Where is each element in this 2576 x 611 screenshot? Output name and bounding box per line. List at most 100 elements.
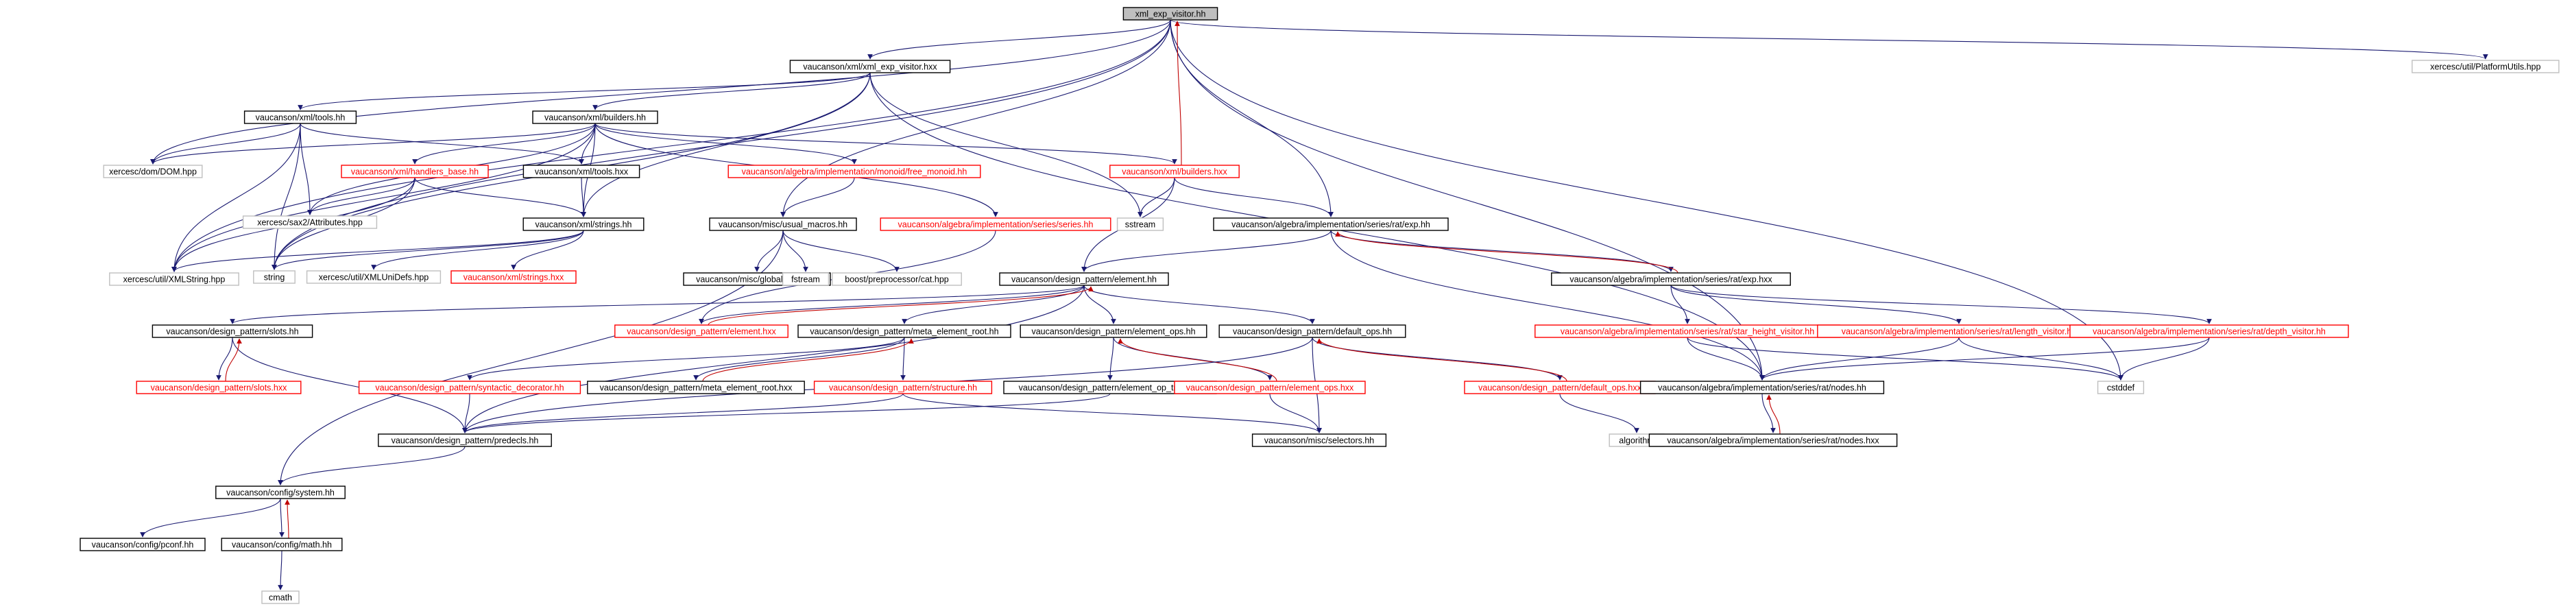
edge-builders_hxx-to-sstream xyxy=(1137,177,1175,217)
node-length-visitor[interactable]: vaucanson/algebra/implementation/series/… xyxy=(1817,324,2101,338)
node-box xyxy=(103,165,203,178)
node-handlers-base[interactable]: vaucanson/xml/handlers_base.hh xyxy=(341,165,489,178)
node-builders-hxx[interactable]: vaucanson/xml/builders.hxx xyxy=(1109,165,1240,178)
node-box xyxy=(1639,381,1885,394)
edge-root-to-xmlstring xyxy=(171,19,1171,272)
node-syntactic-decorator[interactable]: vaucanson/design_pattern/syntactic_decor… xyxy=(358,381,581,394)
edge-xml_exp_visitor_hxx-to-builders_hh xyxy=(592,72,871,110)
node-label: sstream xyxy=(1125,220,1155,230)
edge-strings_hh-to-xmlstring xyxy=(171,230,584,272)
edge-root-to-xml_exp_visitor_hxx xyxy=(867,19,1171,60)
edge-root-to-rat_exp_hh xyxy=(1170,19,1334,217)
edge-predecls-to-system_hh xyxy=(278,446,466,486)
node-label: vaucanson/xml/tools.hh xyxy=(256,113,346,123)
node-cat-hpp: boost/preprocessor/cat.hpp xyxy=(832,272,962,286)
node-builders-hh[interactable]: vaucanson/xml/builders.hh xyxy=(532,110,658,124)
node-nodes-hxx[interactable]: vaucanson/algebra/implementation/series/… xyxy=(1648,433,1898,447)
edge-element_ops_hxx-to-selectors xyxy=(1269,393,1322,433)
node-box xyxy=(2097,381,2145,394)
node-label: cstddef xyxy=(2107,383,2135,393)
edge-element_hh-to-slots_hh xyxy=(230,285,1085,324)
edge-tools_hxx-to-strings_hh xyxy=(581,177,586,217)
edge-builders_hxx-to-rat_exp_hh xyxy=(1174,177,1334,217)
node-meta-element-root-hh[interactable]: vaucanson/design_pattern/meta_element_ro… xyxy=(797,324,1011,338)
edge-depth_visitor-to-nodes_hh xyxy=(1759,337,2210,381)
node-box xyxy=(1218,324,1406,338)
node-meta-element-root-hxx[interactable]: vaucanson/design_pattern/meta_element_ro… xyxy=(587,381,805,394)
node-xml-exp-visitor-hxx[interactable]: vaucanson/xml/xml_exp_visitor.hxx xyxy=(789,60,951,73)
node-cmath: cmath xyxy=(261,590,300,604)
edge-root-to-platformutils xyxy=(1170,19,2488,60)
node-platformutils: xercesc/util/PlatformUtils.hpp xyxy=(2411,60,2560,73)
node-label: vaucanson/xml/builders.hxx xyxy=(1122,167,1227,177)
node-slots-hh[interactable]: vaucanson/design_pattern/slots.hh xyxy=(152,324,313,338)
edge-rat_exp_hxx-to-depth_visitor xyxy=(1670,285,2212,324)
edge-meta_element_root_hh-to-structure_hh xyxy=(900,337,906,381)
node-box xyxy=(1109,165,1240,178)
node-star-height[interactable]: vaucanson/algebra/implementation/series/… xyxy=(1534,324,1840,338)
node-free-monoid[interactable]: vaucanson/algebra/implementation/monoid/… xyxy=(727,165,981,178)
node-box xyxy=(999,272,1169,286)
node-slots-hxx[interactable]: vaucanson/design_pattern/slots.hxx xyxy=(136,381,302,394)
edge-element_op_traits-to-predecls xyxy=(462,393,1111,433)
edge-xml_exp_visitor_hxx-to-strings_hh xyxy=(581,72,871,217)
node-strings-hxx[interactable]: vaucanson/xml/strings.hxx xyxy=(450,270,577,284)
edge-slots_hh-to-predecls xyxy=(232,337,468,433)
node-depth-visitor[interactable]: vaucanson/algebra/implementation/series/… xyxy=(2069,324,2349,338)
node-box xyxy=(782,272,830,286)
node-default-ops-hxx[interactable]: vaucanson/design_pattern/default_ops.hxx xyxy=(1464,381,1656,394)
edge-root-to-dom xyxy=(150,19,1171,165)
node-rat-exp-hxx[interactable]: vaucanson/algebra/implementation/series/… xyxy=(1551,272,1791,286)
node-root: xml_exp_visitor.hh xyxy=(1122,7,1218,21)
node-label: boost/preprocessor/cat.hpp xyxy=(845,275,949,285)
edge-element_hh-to-element_hxx xyxy=(699,285,1085,324)
node-label: vaucanson/algebra/implementation/series/… xyxy=(1667,436,1879,446)
node-label: vaucanson/design_pattern/element.hxx xyxy=(627,327,776,337)
node-element-hxx[interactable]: vaucanson/design_pattern/element.hxx xyxy=(614,324,789,338)
node-structure-hh[interactable]: vaucanson/design_pattern/structure.hh xyxy=(813,381,993,394)
node-label: vaucanson/design_pattern/element_ops.hxx xyxy=(1186,383,1354,393)
edge-default_ops_hxx-to-default_ops_hh xyxy=(1316,338,1567,382)
edge-tools_hh-to-tools_hxx xyxy=(300,123,584,165)
edge-strings_hh-to-string xyxy=(272,230,584,270)
node-usual-macros[interactable]: vaucanson/misc/usual_macros.hh xyxy=(709,217,857,231)
node-element-op-traits[interactable]: vaucanson/design_pattern/element_op_trai… xyxy=(1003,381,1217,394)
node-box xyxy=(378,433,552,447)
edge-builders_hxx-to-root xyxy=(1175,21,1182,166)
node-label: vaucanson/config/system.hh xyxy=(226,488,335,498)
edge-builders_hh-to-builders_hxx xyxy=(594,123,1177,165)
node-predecls[interactable]: vaucanson/design_pattern/predecls.hh xyxy=(378,433,552,447)
node-box xyxy=(2411,60,2560,73)
node-selectors[interactable]: vaucanson/misc/selectors.hh xyxy=(1251,433,1387,447)
node-element-hh[interactable]: vaucanson/design_pattern/element.hh xyxy=(999,272,1169,286)
node-label: algorithm xyxy=(1619,436,1654,446)
node-default-ops-hh[interactable]: vaucanson/design_pattern/default_ops.hh xyxy=(1218,324,1406,338)
node-tools-hh[interactable]: vaucanson/xml/tools.hh xyxy=(243,110,357,124)
edge-rat_exp_hh-to-element_hh xyxy=(1081,230,1332,272)
node-box xyxy=(709,217,857,231)
edge-length_visitor-to-cstddef xyxy=(1958,337,2123,381)
node-box xyxy=(242,215,378,229)
edge-root-to-string xyxy=(272,19,1171,270)
node-series-hh[interactable]: vaucanson/algebra/implementation/series/… xyxy=(880,217,1111,231)
edge-system_hh-to-pconf xyxy=(140,498,281,538)
node-nodes-hh[interactable]: vaucanson/algebra/implementation/series/… xyxy=(1639,381,1885,394)
node-box xyxy=(358,381,581,394)
node-tools-hxx[interactable]: vaucanson/xml/tools.hxx xyxy=(522,165,640,178)
node-label: vaucanson/design_pattern/element.hh xyxy=(1011,275,1157,285)
node-strings-hh[interactable]: vaucanson/xml/strings.hh xyxy=(522,217,645,231)
node-math-hh[interactable]: vaucanson/config/math.hh xyxy=(221,538,343,551)
node-sstream: sstream xyxy=(1116,217,1164,231)
node-box xyxy=(243,110,357,124)
node-element-ops-hxx[interactable]: vaucanson/design_pattern/element_ops.hxx xyxy=(1174,381,1366,394)
node-box xyxy=(522,217,645,231)
node-system-hh[interactable]: vaucanson/config/system.hh xyxy=(215,486,346,499)
edge-element_hh-to-element_ops_hh xyxy=(1083,285,1116,324)
node-box xyxy=(306,270,442,284)
edge-element_hh-to-meta_element_root_hh xyxy=(902,285,1085,324)
node-pconf[interactable]: vaucanson/config/pconf.hh xyxy=(80,538,206,551)
node-element-ops-hh[interactable]: vaucanson/design_pattern/element_ops.hh xyxy=(1020,324,1207,338)
node-box xyxy=(832,272,962,286)
node-rat-exp-hh[interactable]: vaucanson/algebra/implementation/series/… xyxy=(1213,217,1449,231)
